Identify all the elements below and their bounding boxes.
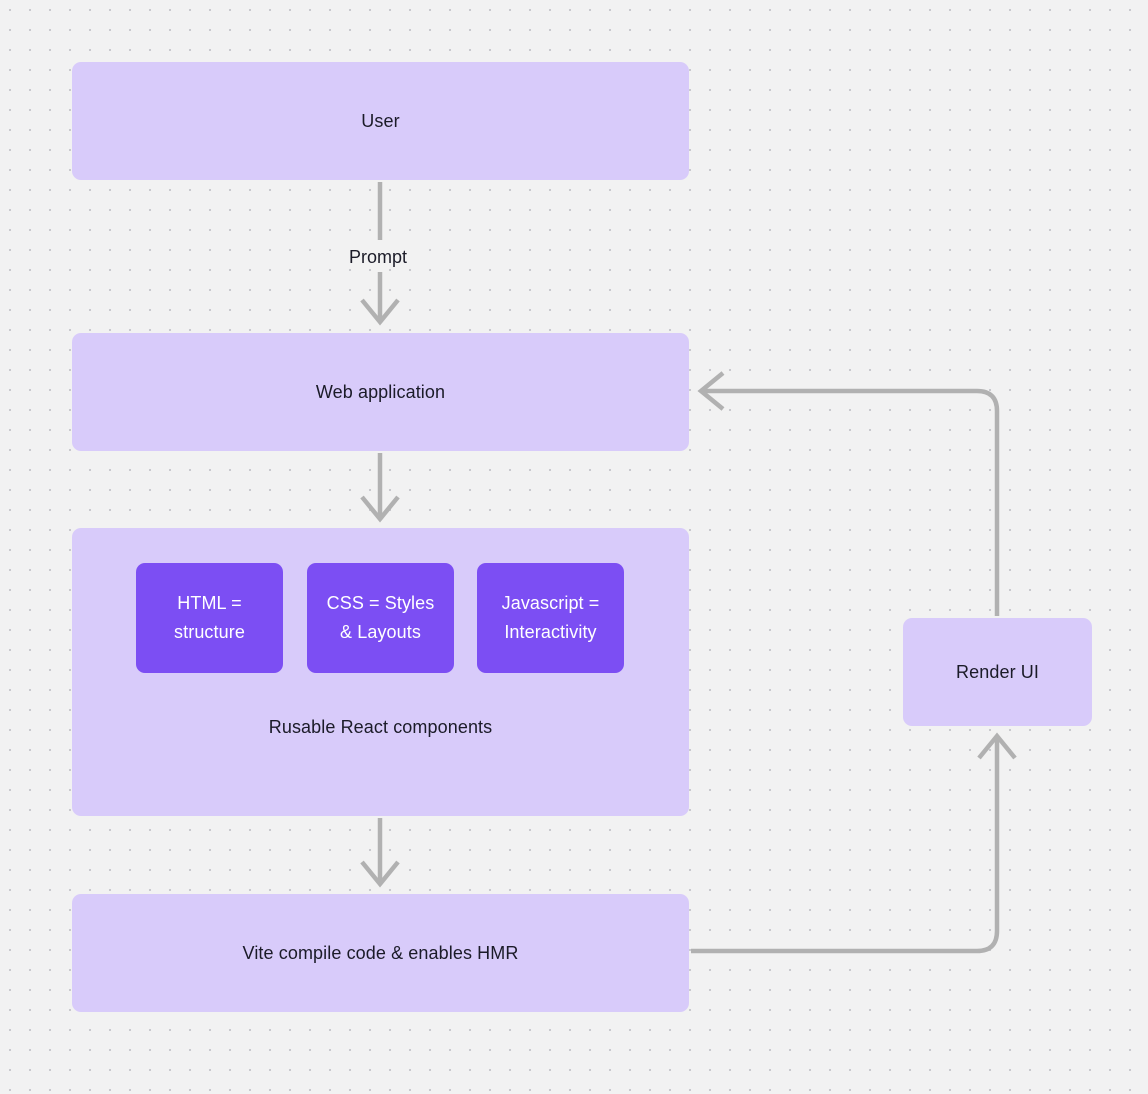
node-reusable-react-components-label: Rusable React components (268, 717, 493, 737)
subnode-html-label: HTML = structure (174, 593, 245, 642)
node-user[interactable]: User (72, 62, 689, 180)
subnode-css-label: CSS = Styles & Layouts (326, 593, 435, 642)
node-vite-compile[interactable]: Vite compile code & enables HMR (72, 894, 689, 1012)
node-render-ui-label: Render UI (956, 661, 1039, 682)
subnode-javascript-label: Javascript = Interactivity (501, 593, 600, 642)
node-render-ui[interactable]: Render UI (903, 618, 1092, 726)
node-reusable-react-components[interactable]: HTML = structure CSS = Styles & Layouts … (72, 528, 689, 816)
node-user-label: User (361, 110, 400, 131)
subnode-html[interactable]: HTML = structure (136, 563, 283, 673)
edge-render-to-webapp (697, 371, 1000, 616)
edge-webapp-to-components (360, 453, 400, 523)
node-web-application-label: Web application (315, 381, 446, 402)
node-vite-compile-label: Vite compile code & enables HMR (242, 942, 519, 963)
node-web-application[interactable]: Web application (72, 333, 689, 451)
subnode-javascript[interactable]: Javascript = Interactivity (477, 563, 624, 673)
edge-label-prompt: Prompt (343, 246, 414, 269)
subnode-css[interactable]: CSS = Styles & Layouts (307, 563, 454, 673)
edge-components-to-vite (360, 818, 400, 888)
edge-vite-to-render (691, 732, 1017, 954)
